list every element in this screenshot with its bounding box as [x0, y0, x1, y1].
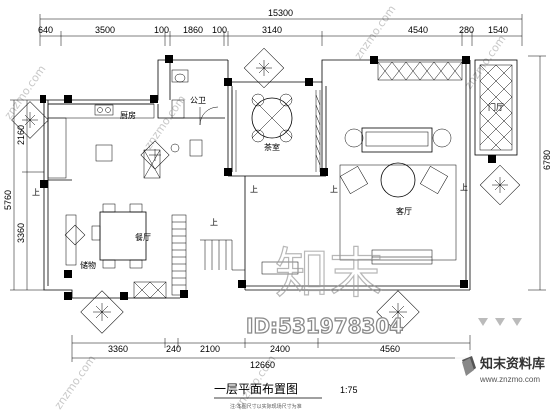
logo-name: 知末资料库	[480, 356, 545, 372]
bathroom: 公卫	[170, 69, 219, 157]
watermark-id: ID:531978304	[246, 314, 403, 338]
room-label-storage: 储物	[80, 260, 96, 270]
plant-diamond-2	[11, 101, 49, 139]
logo-url: www.znzmo.com	[479, 375, 540, 384]
room-label-tea: 茶室	[264, 142, 280, 152]
plant-diamond-5	[80, 290, 124, 334]
room-label-courtyard: 门厅	[488, 102, 504, 112]
watermark-pattern	[478, 318, 522, 326]
tea-room: 茶室	[231, 90, 321, 172]
dim-bottom-1: 3360	[108, 344, 128, 354]
dim-top-7: 4540	[408, 25, 428, 35]
watermark-diag-5: znzmo.com	[52, 353, 99, 412]
room-label-living: 客厅	[396, 206, 412, 216]
dim-top-total: 15300	[268, 8, 293, 18]
up-mark-3: 上	[330, 185, 338, 194]
dim-top-5: 100	[212, 25, 227, 35]
left-dimensions: 2160 3360 5760	[3, 99, 44, 291]
up-mark-5: 上	[210, 218, 218, 227]
dim-top-3: 100	[154, 25, 169, 35]
dim-top-9: 1540	[488, 25, 508, 35]
room-label-bathroom: 公卫	[190, 96, 206, 105]
drawing-scale: 1:75	[340, 385, 358, 395]
plant-diamond-3	[140, 140, 170, 170]
dim-left-2: 3360	[16, 223, 26, 243]
dining: 餐厅 储物	[65, 203, 151, 270]
walls	[40, 55, 496, 300]
dim-top-6: 3140	[262, 25, 282, 35]
dim-bottom-5: 4560	[380, 344, 400, 354]
up-mark-4: 上	[460, 183, 468, 192]
dim-top-1: 640	[38, 25, 53, 35]
dim-bottom-4: 2400	[270, 344, 290, 354]
plant-diamond-7	[64, 224, 86, 246]
dim-right-1: 6780	[542, 150, 552, 170]
watermark-diag-3: znzmo.com	[352, 3, 399, 62]
watermark-chinese: 知末	[275, 242, 383, 305]
dim-top-2: 3500	[95, 25, 115, 35]
dim-top-8: 280	[459, 25, 474, 35]
dim-left-total: 5760	[3, 190, 13, 210]
top-dimensions: 15300 640 3500 100 1860 100 3140 4540 28…	[38, 8, 523, 46]
drawing-title: 一层平面布置图	[214, 382, 298, 396]
dim-top-4: 1860	[183, 25, 203, 35]
plant-diamond-6	[376, 290, 420, 334]
bottom-dimensions: 3360 240 2100 2400 4560 12660	[71, 335, 471, 370]
dim-left-1: 2160	[16, 125, 26, 145]
watermark-diag-2: znzmo.com	[142, 93, 189, 152]
room-label-dining: 餐厅	[135, 233, 151, 242]
living-room: 客厅	[261, 127, 457, 275]
room-label-kitchen: 厨房	[120, 110, 136, 120]
plant-diamond-4	[479, 164, 521, 206]
watermark-logo: 知末资料库 www.znzmo.com	[455, 350, 555, 392]
dim-bottom-2: 240	[166, 344, 181, 354]
plant-diamond-1	[243, 47, 285, 89]
drawing-subtitle: 注:本图尺寸以实际现场尺寸为准	[230, 403, 302, 410]
plant-diamonds	[11, 47, 521, 334]
dim-bottom-3: 2100	[200, 344, 220, 354]
courtyard: 门厅	[474, 59, 518, 156]
up-mark-1: 上	[32, 188, 40, 197]
dim-bottom-total: 12660	[250, 360, 275, 370]
right-dimensions: 6780	[528, 55, 552, 291]
up-mark-2: 上	[250, 185, 258, 194]
tall-cabinet	[377, 61, 463, 81]
staircase	[133, 214, 245, 299]
